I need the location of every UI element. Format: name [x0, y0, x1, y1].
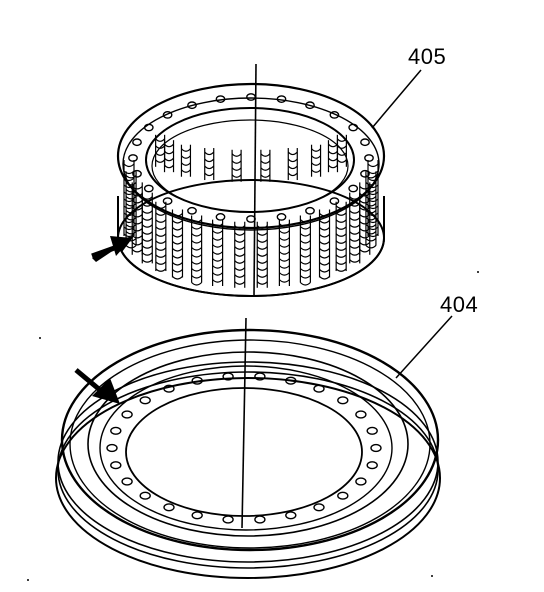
seat-hole	[191, 511, 203, 520]
center-axis-line	[241, 63, 257, 529]
seat-hole	[337, 491, 349, 500]
seat-hole	[121, 477, 133, 486]
plate-hole	[348, 123, 359, 132]
plate-hole	[246, 93, 256, 101]
plate-hole	[162, 111, 173, 119]
plate-hole	[360, 169, 370, 178]
callout-label-404: 404	[440, 292, 479, 317]
leader-405	[371, 69, 422, 129]
coil-spring	[260, 149, 271, 182]
seat-hole	[121, 410, 133, 419]
leader-404	[395, 315, 453, 379]
plate-hole	[143, 123, 154, 132]
seat-hole	[370, 443, 382, 453]
plate-hole	[305, 101, 315, 110]
seat-hole	[355, 410, 367, 419]
spring-assembly	[116, 82, 386, 297]
coil-spring	[310, 144, 322, 177]
plate-hole	[364, 154, 374, 162]
pointer-arrows	[74, 236, 134, 404]
coil-spring	[234, 221, 246, 288]
plate-hole	[215, 212, 226, 221]
coil-spring	[327, 140, 339, 173]
seat-hole	[163, 384, 175, 393]
seat-hole	[110, 426, 122, 435]
piston-housing	[55, 328, 441, 579]
seat-hole	[163, 503, 175, 512]
plate-hole	[329, 111, 340, 119]
plate-hole	[187, 101, 197, 110]
seat-hole	[355, 477, 367, 486]
coil-spring	[155, 201, 167, 272]
plate-hole	[348, 184, 359, 193]
coil-spring	[299, 215, 311, 286]
plate-hole	[132, 169, 142, 178]
coil-spring	[163, 140, 175, 173]
plate-hole	[162, 197, 173, 206]
coil-spring	[180, 144, 192, 177]
seat-hole	[139, 396, 151, 405]
plate-hole	[143, 184, 154, 193]
coil-spring	[231, 149, 242, 182]
seat-hole	[222, 515, 234, 524]
plate-hole	[329, 197, 340, 206]
seat-hole	[139, 491, 151, 500]
plate-hole	[360, 138, 370, 147]
plate-hole	[305, 206, 315, 215]
coil-spring	[191, 215, 203, 286]
coil-spring	[256, 221, 268, 288]
seat-hole	[313, 384, 325, 393]
seat-hole	[110, 461, 122, 470]
spring-seat-holes	[106, 372, 382, 524]
callout-label-405: 405	[408, 44, 447, 69]
plate-hole	[276, 95, 287, 104]
seat-hole	[254, 372, 266, 381]
plate-hole	[128, 154, 138, 162]
leader-lines	[371, 69, 453, 379]
coil-spring	[359, 182, 371, 255]
seat-hole	[366, 461, 378, 470]
seat-hole	[285, 376, 297, 385]
scan-specks	[27, 271, 479, 581]
seat-hole	[106, 443, 118, 453]
seat-hole	[313, 503, 325, 512]
arrow-spring-assembly	[91, 236, 134, 262]
plate-hole	[215, 95, 226, 104]
coil-spring	[212, 219, 224, 287]
seat-hole	[222, 372, 234, 381]
seat-hole	[285, 511, 297, 520]
seat-hole	[337, 396, 349, 405]
plate-hole	[132, 138, 142, 147]
coil-spring	[204, 148, 215, 181]
coil-spring	[287, 148, 298, 181]
plate-hole	[276, 212, 287, 221]
arrow-piston-housing	[74, 368, 120, 404]
seat-hole	[191, 376, 203, 385]
plate-hole	[187, 206, 197, 215]
seat-hole	[366, 426, 378, 435]
seat-hole	[254, 515, 266, 524]
coil-spring	[278, 219, 290, 287]
